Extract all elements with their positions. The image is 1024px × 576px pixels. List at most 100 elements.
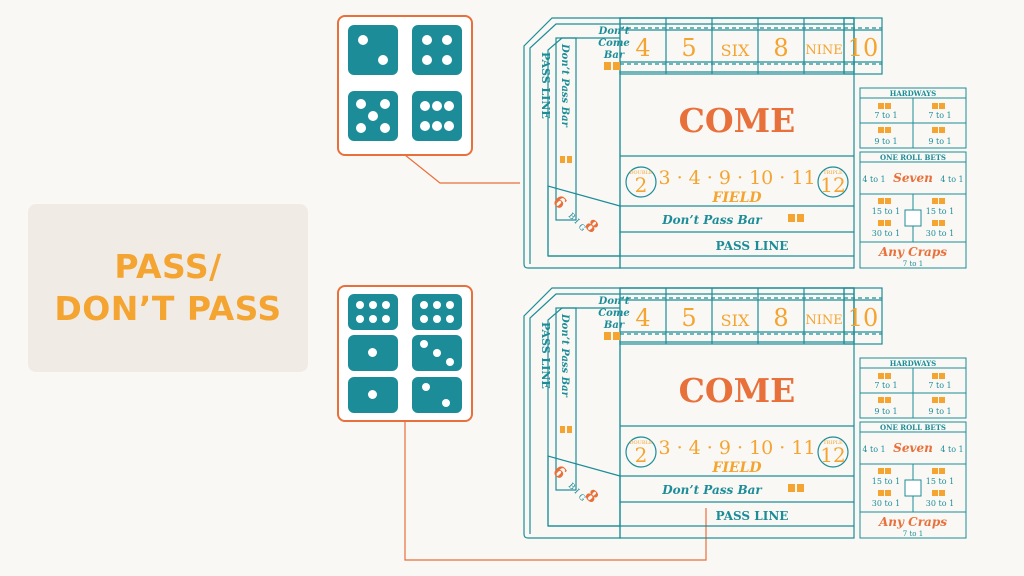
place-number-nine[interactable]: NINE xyxy=(805,313,842,328)
pass-line-vertical[interactable]: PASS LINE xyxy=(539,52,552,119)
hard-6-odds[interactable]: 9 to 1 xyxy=(874,407,897,416)
any-craps-bet[interactable]: Any Craps xyxy=(878,515,947,529)
dice-icon xyxy=(567,156,572,163)
any-craps-odds: 7 to 1 xyxy=(903,260,923,268)
dont-pass-bar-horizontal[interactable]: Don’t Pass Bar xyxy=(661,213,763,227)
dice-example-top xyxy=(337,15,473,156)
title-card: PASS/ DON’T PASS xyxy=(28,204,308,372)
field-area[interactable]: FIELD xyxy=(711,190,762,206)
seven-bet[interactable]: Seven xyxy=(893,171,933,185)
hardways-header: HARDWAYS xyxy=(890,359,936,368)
eleven-odds[interactable]: 15 to 1 xyxy=(926,207,954,216)
dont-pass-bar-vertical[interactable]: Don’t Pass Bar xyxy=(559,43,570,128)
eleven-odds[interactable]: 15 to 1 xyxy=(872,207,900,216)
craps-table-bottom: Don’t Come Bar 4 5 SIX 8 NINE 10 PASS LI… xyxy=(522,286,974,544)
big-letter: G xyxy=(577,492,588,503)
dont-pass-bar-horizontal[interactable]: Don’t Pass Bar xyxy=(661,483,763,497)
one-roll-header: ONE ROLL BETS xyxy=(880,423,946,432)
big-letter: I xyxy=(573,217,582,226)
triple-value: 12 xyxy=(820,173,845,197)
title-line-2: DON’T PASS xyxy=(54,289,282,328)
big-6[interactable]: 6 xyxy=(549,191,570,212)
hard-8-odds[interactable]: 9 to 1 xyxy=(928,137,951,146)
dice-icon xyxy=(797,214,804,222)
come-area[interactable]: COME xyxy=(679,371,796,410)
two-odds[interactable]: 30 to 1 xyxy=(926,499,954,508)
seven-odds-right: 4 to 1 xyxy=(940,445,963,454)
dont-come-bar-label: Come xyxy=(598,308,630,319)
two-odds[interactable]: 30 to 1 xyxy=(926,229,954,238)
hardways-header: HARDWAYS xyxy=(890,89,936,98)
dice-icon xyxy=(613,332,620,340)
come-area[interactable]: COME xyxy=(679,101,796,140)
pass-line-horizontal[interactable]: PASS LINE xyxy=(716,239,789,253)
dice-example-bottom xyxy=(337,285,473,422)
twelve-odds[interactable]: 30 to 1 xyxy=(872,499,900,508)
dice-icon xyxy=(797,484,804,492)
dice-icon xyxy=(788,484,795,492)
one-roll-header: ONE ROLL BETS xyxy=(880,153,946,162)
dont-come-bar-label: Don’t xyxy=(598,26,630,37)
die-two xyxy=(412,377,462,413)
place-number-six[interactable]: SIX xyxy=(721,311,750,330)
seven-odds-left: 4 to 1 xyxy=(862,445,885,454)
seven-odds-right: 4 to 1 xyxy=(940,175,963,184)
pass-line-horizontal[interactable]: PASS LINE xyxy=(716,509,789,523)
die-two xyxy=(348,25,398,75)
pass-line-vertical[interactable]: PASS LINE xyxy=(539,322,552,389)
triple-value: 12 xyxy=(820,443,845,467)
big-8[interactable]: 8 xyxy=(581,485,602,506)
place-number-six[interactable]: SIX xyxy=(721,41,750,60)
die-six xyxy=(412,91,462,141)
double-value: 2 xyxy=(635,173,648,197)
die-one xyxy=(348,335,398,371)
big-8[interactable]: 8 xyxy=(581,215,602,236)
double-label: DOUBLE xyxy=(630,440,653,446)
hard-10-odds[interactable]: 7 to 1 xyxy=(928,381,951,390)
place-number-5[interactable]: 5 xyxy=(681,304,696,332)
dont-come-bar-label: Come xyxy=(598,38,630,49)
die-four xyxy=(412,25,462,75)
place-number-nine[interactable]: NINE xyxy=(805,43,842,58)
hard-10-odds[interactable]: 7 to 1 xyxy=(928,111,951,120)
dice-icon xyxy=(604,62,611,70)
dont-come-bar-label: Don’t xyxy=(598,296,630,307)
dice-icon xyxy=(613,62,620,70)
seven-odds-left: 4 to 1 xyxy=(862,175,885,184)
twelve-odds[interactable]: 30 to 1 xyxy=(872,229,900,238)
any-craps-bet[interactable]: Any Craps xyxy=(878,245,947,259)
die-one xyxy=(348,377,398,413)
field-numbers: 3 · 4 · 9 · 10 · 11 xyxy=(658,167,815,189)
field-numbers: 3 · 4 · 9 · 10 · 11 xyxy=(658,437,815,459)
dice-icon xyxy=(567,426,572,433)
place-number-4[interactable]: 4 xyxy=(635,304,650,332)
die-five xyxy=(348,91,398,141)
eleven-odds[interactable]: 15 to 1 xyxy=(872,477,900,486)
craps-table-top: Don’t Come Bar 4 5 SIX 8 NINE 10 PASS LI… xyxy=(522,16,974,274)
die-six xyxy=(348,294,398,330)
place-number-10[interactable]: 10 xyxy=(848,34,879,62)
dont-come-bar-label: Bar xyxy=(603,50,625,61)
place-number-8[interactable]: 8 xyxy=(773,304,788,332)
place-number-10[interactable]: 10 xyxy=(848,304,879,332)
big-letter: G xyxy=(577,222,588,233)
triple-label: TRIPLE xyxy=(823,440,843,446)
dont-pass-bar-vertical[interactable]: Don’t Pass Bar xyxy=(559,313,570,398)
any-craps-odds: 7 to 1 xyxy=(903,530,923,538)
place-number-8[interactable]: 8 xyxy=(773,34,788,62)
hard-4-odds[interactable]: 7 to 1 xyxy=(874,381,897,390)
big-letter: B xyxy=(567,211,578,222)
big-6[interactable]: 6 xyxy=(549,461,570,482)
place-number-5[interactable]: 5 xyxy=(681,34,696,62)
triple-label: TRIPLE xyxy=(823,170,843,176)
hard-8-odds[interactable]: 9 to 1 xyxy=(928,407,951,416)
dice-icon xyxy=(560,426,565,433)
eleven-odds[interactable]: 15 to 1 xyxy=(926,477,954,486)
seven-bet[interactable]: Seven xyxy=(893,441,933,455)
field-area[interactable]: FIELD xyxy=(711,460,762,476)
place-number-4[interactable]: 4 xyxy=(635,34,650,62)
dice-icon xyxy=(560,156,565,163)
hard-4-odds[interactable]: 7 to 1 xyxy=(874,111,897,120)
dice-icon xyxy=(604,332,611,340)
hard-6-odds[interactable]: 9 to 1 xyxy=(874,137,897,146)
